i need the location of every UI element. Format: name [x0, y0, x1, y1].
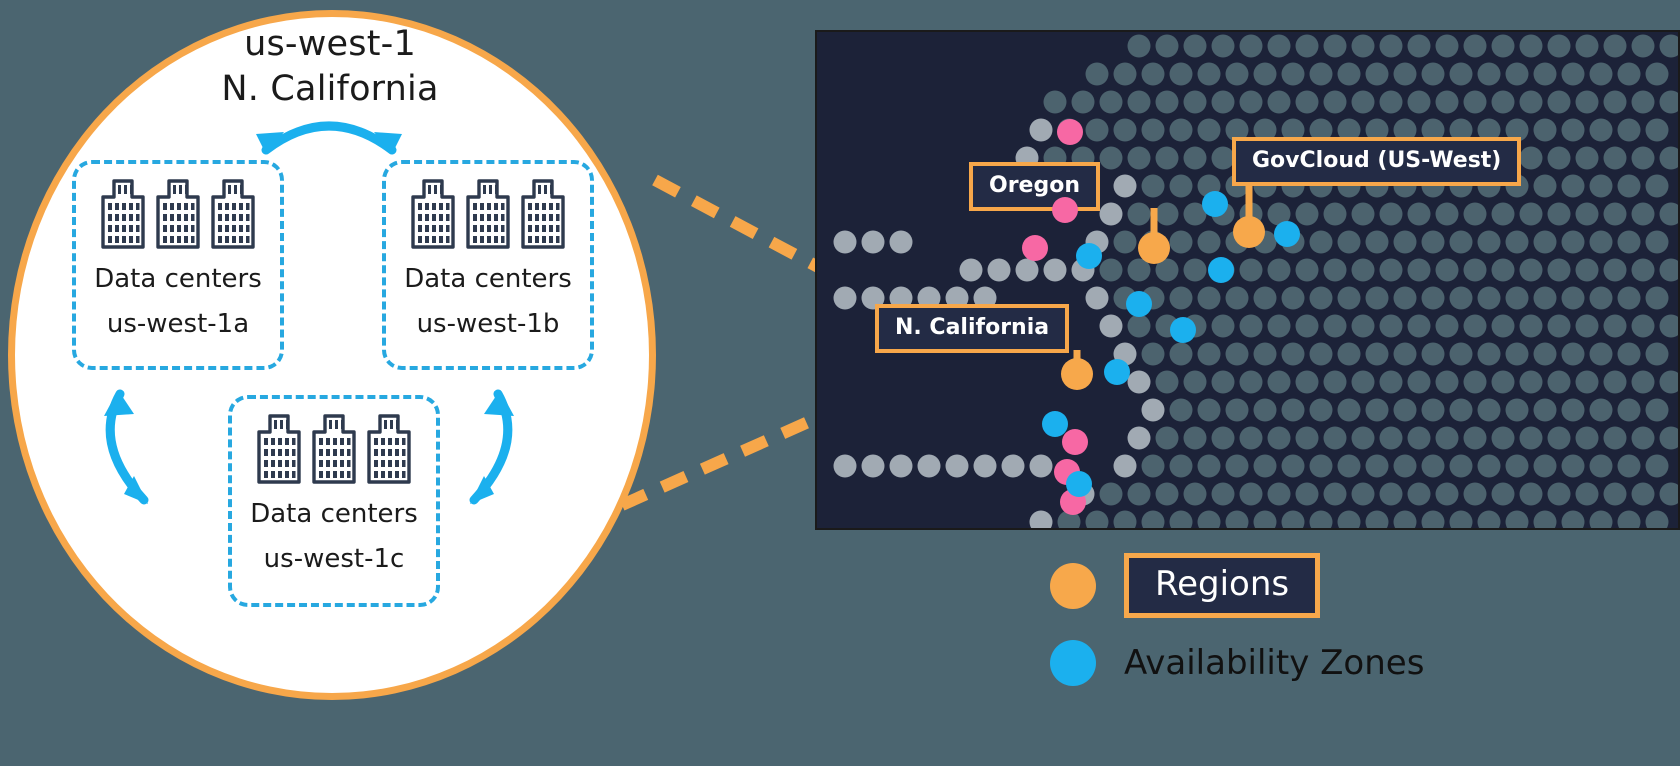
map-label-govcloud-text: GovCloud (US-West) [1252, 148, 1502, 173]
region-detail-panel: us-west-1 N. California [0, 0, 800, 766]
az-caption-b: Data centers [404, 264, 572, 294]
data-center-building-icon [521, 179, 565, 249]
data-center-icons-b [386, 178, 590, 250]
map-label-oregon[interactable]: Oregon [969, 162, 1100, 212]
legend-item-availability-zones[interactable]: Availability Zones [1050, 640, 1424, 686]
az-link-arrow-a-c [104, 389, 149, 505]
az-code-b: us-west-1b [416, 309, 560, 339]
availability-zone-marker-icon [1050, 640, 1096, 686]
data-center-building-icon [156, 179, 200, 249]
availability-zone-us-west-1b[interactable]: Data centers us-west-1b [382, 160, 594, 370]
map-markers-layer [1022, 119, 1300, 515]
legend-item-regions[interactable]: Regions [1050, 553, 1321, 618]
legend-label-availability-zones: Availability Zones [1124, 643, 1425, 683]
data-center-building-icon [312, 414, 356, 484]
data-center-building-icon [101, 179, 145, 249]
region-marker-icon [1050, 562, 1096, 609]
az-code-c: us-west-1c [263, 544, 405, 574]
data-center-icons-c [232, 413, 436, 485]
availability-zone-us-west-1c[interactable]: Data centers us-west-1c [228, 395, 440, 607]
map-label-govcloud[interactable]: GovCloud (US-West) [1232, 137, 1522, 187]
data-center-building-icon [411, 179, 455, 249]
az-caption-a: Data centers [94, 264, 262, 294]
map-label-oregon-text: Oregon [989, 173, 1080, 198]
data-center-building-icon [367, 414, 411, 484]
region-title: us-west-1 N. California [221, 24, 439, 109]
az-link-arrow-a-b [256, 121, 402, 155]
data-center-building-icon [466, 179, 510, 249]
map-label-n-california[interactable]: N. California [875, 304, 1070, 354]
az-link-arrow-b-c [469, 389, 514, 505]
data-center-icons-a [76, 178, 280, 250]
legend-label-regions: Regions [1124, 553, 1321, 618]
data-center-building-icon [211, 179, 255, 249]
az-caption-c: Data centers [250, 499, 418, 529]
map-legend: Regions Availability Zones [1040, 545, 1520, 715]
map-label-n-california-text: N. California [895, 315, 1050, 340]
world-dot-map[interactable]: Oregon GovCloud (US-West) N. California [815, 30, 1680, 530]
data-center-building-icon [257, 414, 301, 484]
availability-zone-us-west-1a[interactable]: Data centers us-west-1a [72, 160, 284, 370]
az-code-a: us-west-1a [106, 309, 250, 339]
